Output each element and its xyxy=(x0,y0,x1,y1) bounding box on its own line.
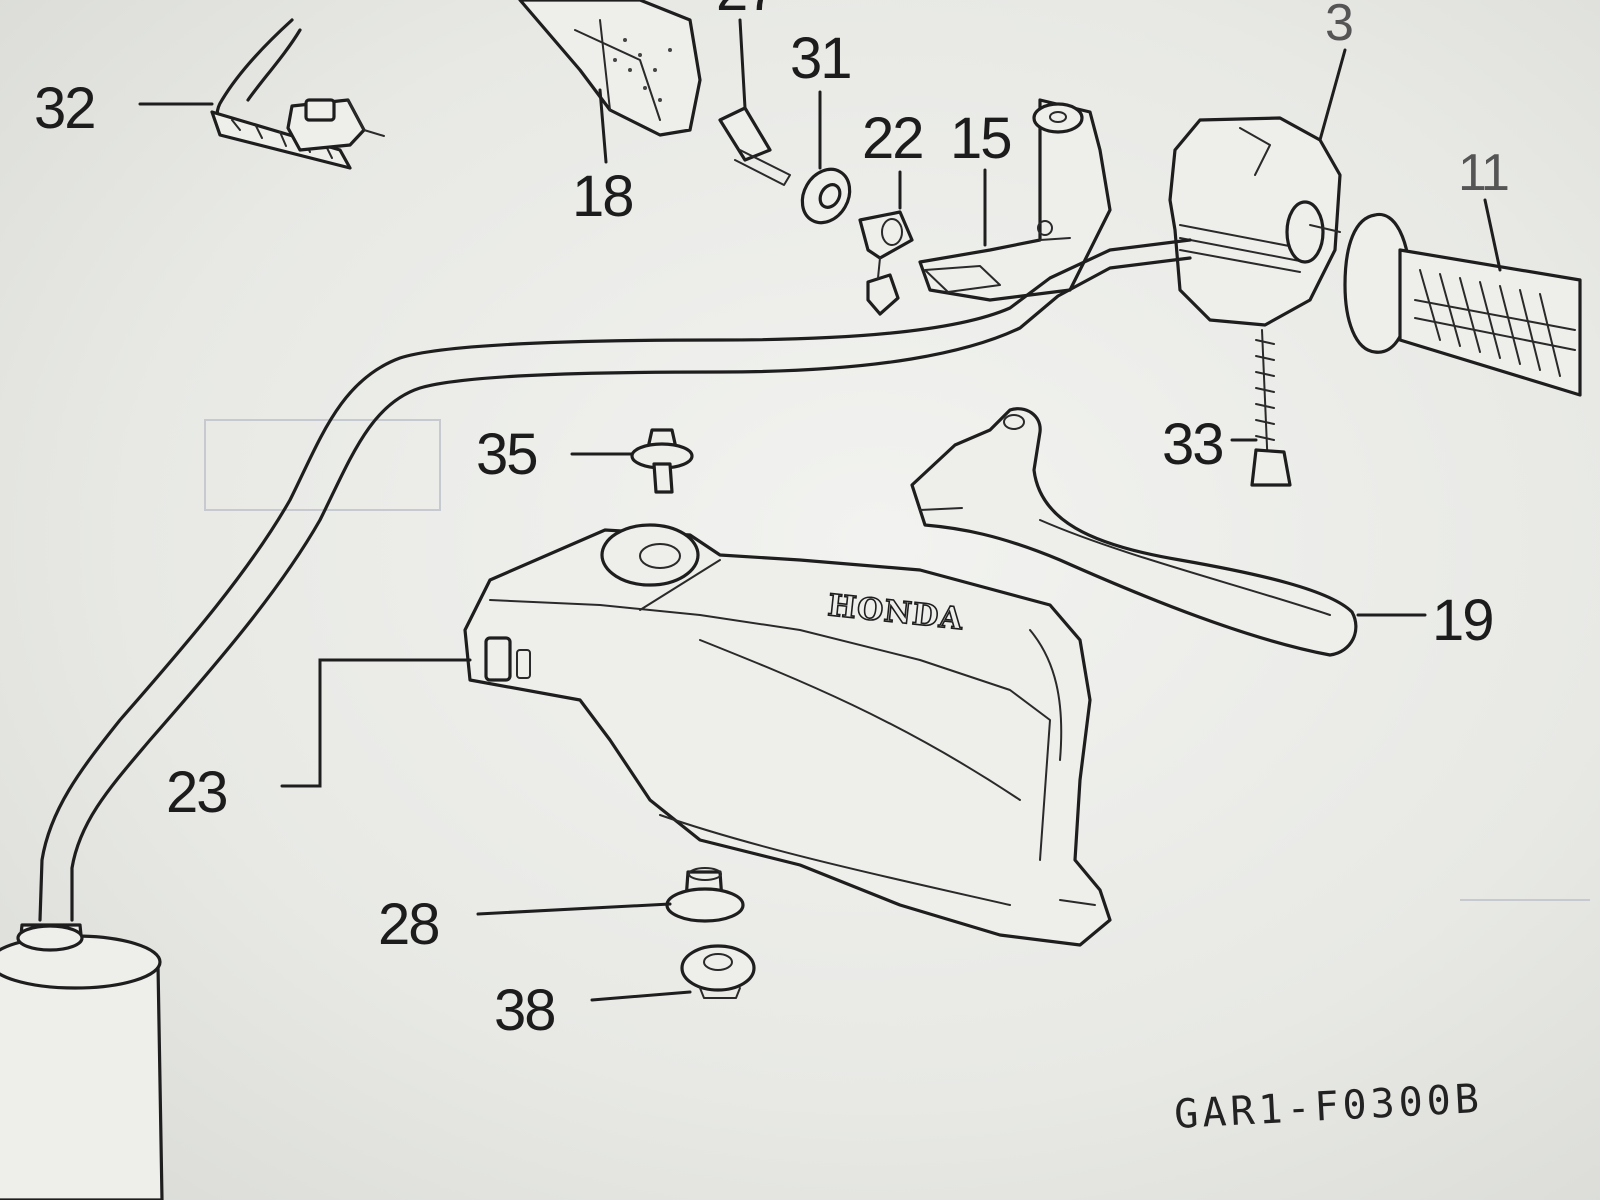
callout-38: 38 xyxy=(494,978,555,1043)
part-15-lever-bracket xyxy=(918,98,1112,302)
part-22-collar xyxy=(858,210,914,316)
part-31-washer xyxy=(800,167,852,225)
callout-15: 15 xyxy=(950,106,1011,171)
grip-ribs xyxy=(1414,269,1576,377)
callout-35: 35 xyxy=(476,422,537,487)
part-19-clutch-lever xyxy=(910,407,1358,657)
callout-27: 27 xyxy=(716,0,777,23)
callout-31: 31 xyxy=(790,26,851,91)
callout-22: 22 xyxy=(862,106,923,171)
callout-19: 19 xyxy=(1432,588,1493,653)
callout-labels: 32 18 27 31 22 15 3 11 35 33 19 23 28 38 xyxy=(34,0,1510,1043)
callout-11: 11 xyxy=(1458,144,1508,202)
part-18-throttle-grip xyxy=(518,0,702,137)
leader-lines xyxy=(138,18,1502,1002)
part-23-hand-guard: HONDA xyxy=(463,523,1112,947)
callout-28: 28 xyxy=(378,892,439,957)
callout-3: 3 xyxy=(1325,0,1352,52)
callout-33: 33 xyxy=(1162,412,1223,477)
clutch-cable xyxy=(38,238,1192,922)
grip-texture xyxy=(613,38,672,102)
part-11-handlebar-grip xyxy=(1343,212,1582,397)
part-38-collar xyxy=(680,944,756,999)
part-35-bolt xyxy=(630,428,694,494)
part-28-bushing xyxy=(665,867,745,923)
figure-code: GAR1-F0300B xyxy=(1173,1076,1484,1138)
part-3-switch-housing xyxy=(1168,116,1342,327)
cable-end-fitting xyxy=(0,923,164,1200)
part-32-cable-band xyxy=(210,18,385,170)
part-33-screw xyxy=(1250,329,1292,487)
callout-23: 23 xyxy=(166,760,227,825)
callout-18: 18 xyxy=(572,164,633,229)
callout-32: 32 xyxy=(34,76,95,141)
part-27-screw xyxy=(718,106,791,186)
